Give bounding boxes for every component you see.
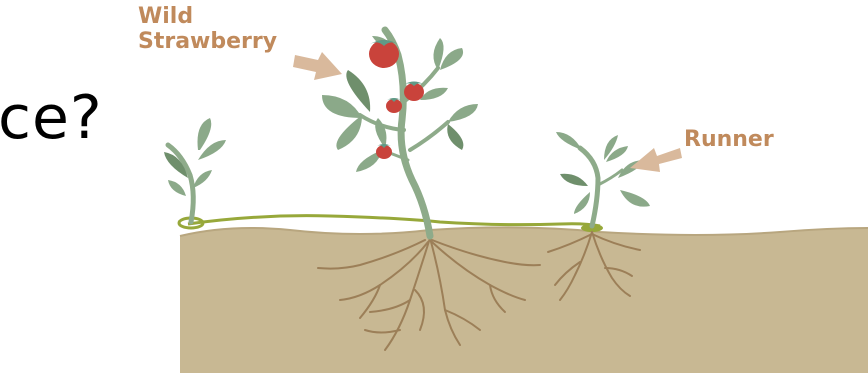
wild-strawberry-label-line2: Strawberry <box>138 30 277 55</box>
wild-strawberry-label-line1: Wild <box>138 5 277 30</box>
wild-strawberry-arrow <box>293 52 342 80</box>
partial-question-text: ce? <box>0 88 103 148</box>
runner-label: Runner <box>684 128 774 153</box>
wild-strawberry-plant <box>322 30 478 236</box>
runner-stolon <box>188 216 600 226</box>
wild-strawberry-label: Wild Strawberry <box>138 5 277 54</box>
left-runner-plant <box>164 118 226 222</box>
runner-arrow <box>630 148 682 172</box>
runner-daughter-plant <box>556 132 650 226</box>
